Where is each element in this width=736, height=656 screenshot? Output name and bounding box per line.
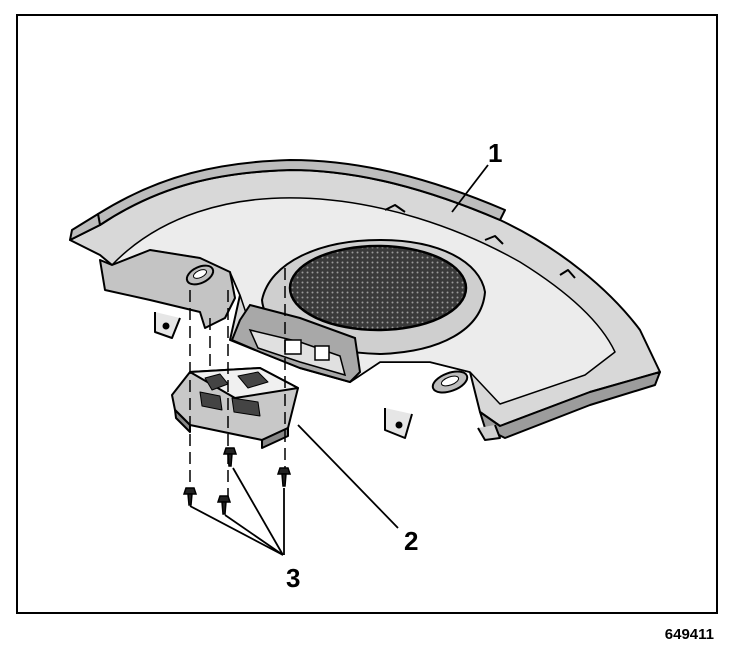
screw [216,495,232,515]
screw [222,447,238,467]
screw [182,487,198,506]
module-bracket [171,367,299,449]
center-opening [230,303,362,384]
figure-number: 649411 [664,626,714,643]
callout-3: 3 [286,563,301,593]
figure-frame [16,14,718,614]
callout-1: 1 [488,138,503,168]
screw [276,467,292,487]
callout-2: 2 [404,526,419,556]
leader-lines [189,164,489,556]
screws [182,447,292,515]
alignment-lines [189,268,286,500]
